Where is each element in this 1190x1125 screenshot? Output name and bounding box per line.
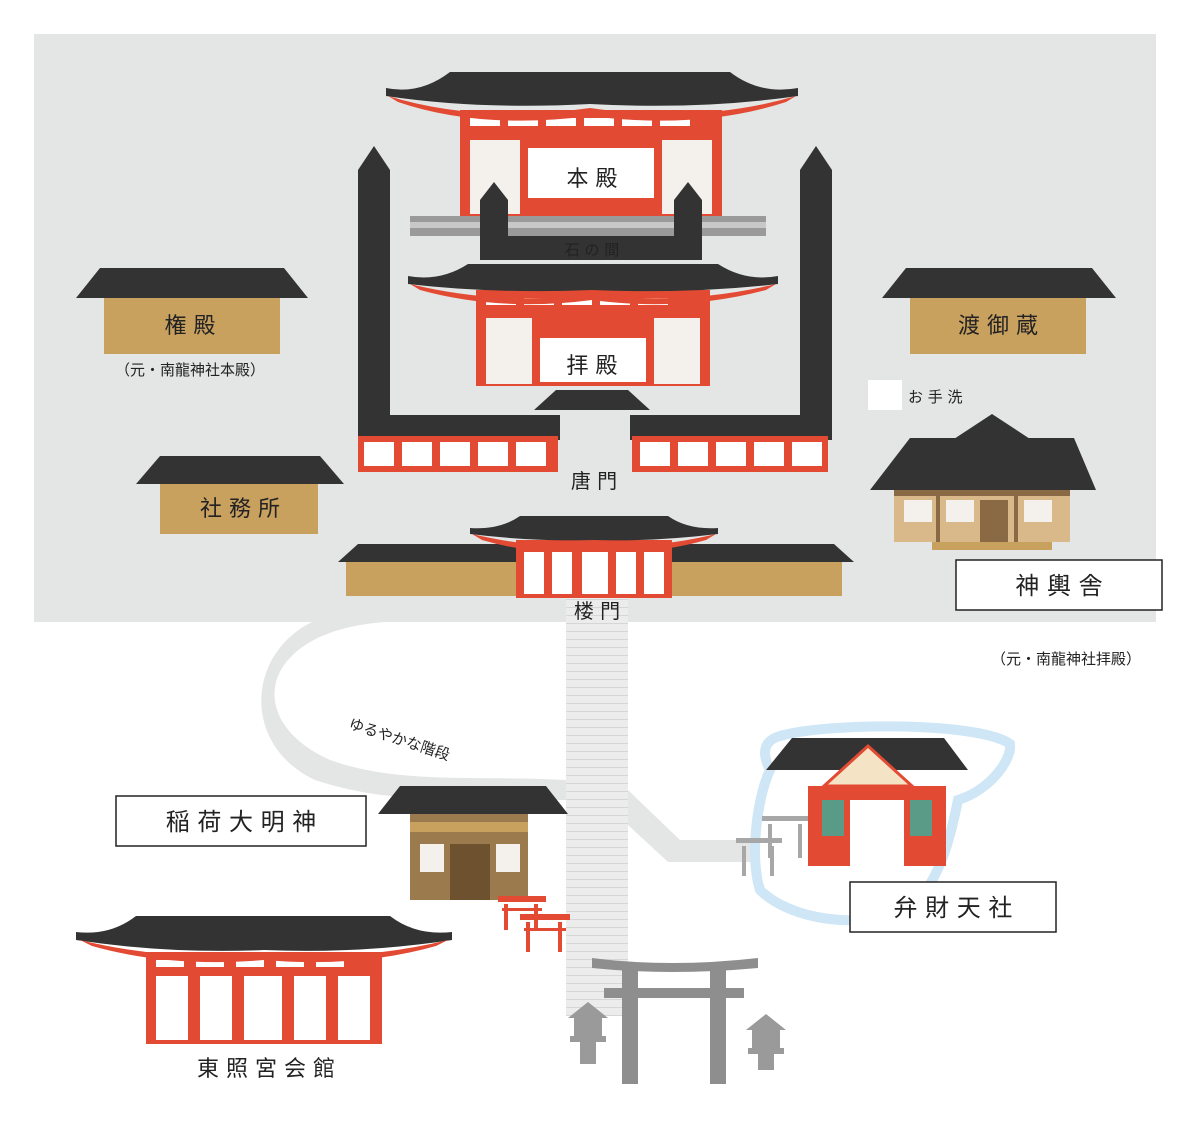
shinyosha-building [870, 414, 1096, 550]
main-staircase [566, 596, 628, 1016]
side-path-benzaiten [628, 790, 760, 862]
shamusho-building [136, 456, 344, 534]
shinyosha-note: （元・南龍神社拝殿） [991, 650, 1141, 668]
gonden-note: （元・南龍神社本殿） [115, 361, 265, 379]
red-torii-gates [498, 896, 570, 952]
slope-label: ゆるやかな階段 [347, 715, 452, 765]
inari-label-box [115, 795, 367, 847]
ishinoma-label: 石 の 間 [565, 241, 620, 259]
benzaiten-shrine-building [766, 738, 968, 866]
ishinoma-corridor [410, 182, 766, 260]
romon-gate [338, 516, 854, 598]
stone-lantern-left [568, 1002, 608, 1064]
gonden-building [76, 268, 308, 354]
shinyosha-label: 神 輿 舎 [1015, 572, 1102, 600]
toshogu-kaikan-label: 東 照 宮 会 館 [197, 1057, 335, 1082]
toshogu-kaikan-building [76, 916, 452, 1044]
watarigura-building [882, 268, 1116, 354]
inari-label: 稲 荷 大 明 神 [166, 808, 317, 836]
karamon-label: 唐 門 [571, 469, 617, 493]
benzaiten-label-box [849, 881, 1057, 933]
karamon-gate [534, 390, 650, 410]
stone-torii [592, 958, 758, 1084]
restroom-label: お 手 洗 [908, 388, 963, 406]
romon-label: 楼 門 [574, 599, 620, 623]
gonden-label: 権 殿 [165, 314, 216, 339]
gentle-slope-path [261, 612, 566, 801]
grey-torii-gates [736, 816, 808, 876]
benzaiten-label: 弁 財 天 社 [894, 894, 1013, 922]
shinyosha-label-box [955, 559, 1163, 611]
restroom-marker [868, 380, 902, 410]
haiden-label: 拝 殿 [567, 354, 618, 379]
haiden-building [408, 264, 778, 386]
stone-lantern-right [746, 1014, 786, 1070]
black-fence [358, 146, 832, 472]
shamusho-label: 社 務 所 [200, 497, 280, 522]
paths [261, 596, 760, 1016]
honden-label: 本 殿 [567, 167, 618, 192]
inari-shrine-building [378, 786, 568, 900]
watarigura-label: 渡 御 蔵 [958, 314, 1038, 339]
